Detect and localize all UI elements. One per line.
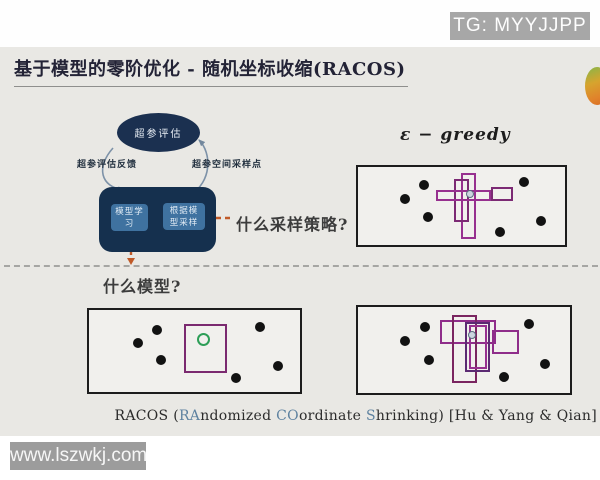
model-sampling-label-1: 根据模	[169, 205, 199, 216]
top-strip: TG: MYYJJPP	[0, 0, 600, 47]
region-rect	[436, 190, 491, 201]
region-rect	[465, 322, 490, 372]
caption-segment: )	[438, 408, 445, 424]
region-rect	[184, 324, 227, 373]
model-sampling-label-2: 型采样	[169, 216, 199, 227]
racos-caption: RACOS (RAndomized COordinate Shrinking) …	[115, 408, 598, 424]
edge-label-sample-point: 超参空间采样点	[192, 159, 263, 169]
caption-segment: CO	[276, 408, 299, 424]
figure-model-square	[87, 308, 302, 394]
caption-segment: S	[365, 408, 376, 424]
sample-dot	[524, 319, 534, 329]
caption-segment: hrinking	[375, 408, 439, 424]
region-rect	[491, 187, 513, 201]
bottom-strip: www.lszwkj.com	[0, 436, 600, 480]
figure-eps-greedy	[356, 165, 567, 247]
best-sample-dot	[466, 190, 474, 198]
caption-segment: ordinate	[298, 408, 366, 424]
region-rect	[461, 173, 476, 239]
sample-dot	[400, 336, 410, 346]
slide-title: 基于模型的零阶优化 - 随机坐标收缩(RACOS)	[14, 59, 406, 80]
model-sampling-box: 根据模 型采样	[163, 203, 205, 230]
sample-dot	[495, 227, 505, 237]
sample-dot	[423, 212, 433, 222]
best-sample-dot	[468, 331, 476, 339]
sample-dot	[540, 359, 550, 369]
question-sampling-strategy: 什么采样策略?	[236, 215, 349, 234]
model-learning-label-1: 模型学	[115, 206, 144, 217]
question-model: 什么模型?	[103, 277, 182, 296]
sample-dot	[419, 180, 429, 190]
sample-dot	[499, 372, 509, 382]
title-underline	[14, 86, 408, 87]
sample-dot	[420, 322, 430, 332]
edge-label-feedback: 超参评估反馈	[77, 159, 138, 169]
tg-watermark: TG: MYYJJPP	[450, 12, 590, 40]
dashed-divider	[4, 265, 598, 267]
sample-dot	[255, 322, 265, 332]
pepper-icon	[585, 67, 600, 105]
sample-dot	[152, 325, 162, 335]
model-learning-label-2: 习	[124, 217, 135, 228]
sample-dot	[519, 177, 529, 187]
slide: 基于模型的零阶优化 - 随机坐标收缩(RACOS) 超参评估 超参评估反馈 超参…	[0, 47, 600, 436]
site-watermark: www.lszwkj.com	[10, 442, 147, 470]
cycle-node-evaluation: 超参评估	[117, 113, 200, 152]
figure-coordinate-shrinking	[356, 305, 572, 395]
sample-dot	[536, 216, 546, 226]
region-rect	[440, 320, 496, 344]
region-rect	[469, 325, 487, 369]
region-rect	[492, 330, 519, 354]
caption-segment: RA	[178, 408, 201, 424]
sample-dot	[156, 355, 166, 365]
region-rect	[452, 315, 477, 383]
sample-dot	[273, 361, 283, 371]
caption-segment: RACOS	[114, 408, 174, 424]
caption-segment: ndomized	[200, 408, 277, 424]
sample-dot	[400, 194, 410, 204]
orange-arrowhead	[127, 258, 135, 265]
epsilon-greedy-label: ε − greedy	[400, 125, 511, 145]
model-learning-box: 模型学 习	[111, 204, 148, 231]
sample-dot	[424, 355, 434, 365]
new-sample-ring	[197, 333, 210, 346]
sample-dot	[231, 373, 241, 383]
caption-segment: [Hu & Yang & Qian]	[444, 408, 597, 424]
sample-dot	[133, 338, 143, 348]
caption-segment: (	[173, 408, 179, 424]
cycle-node-label: 超参评估	[134, 129, 183, 140]
